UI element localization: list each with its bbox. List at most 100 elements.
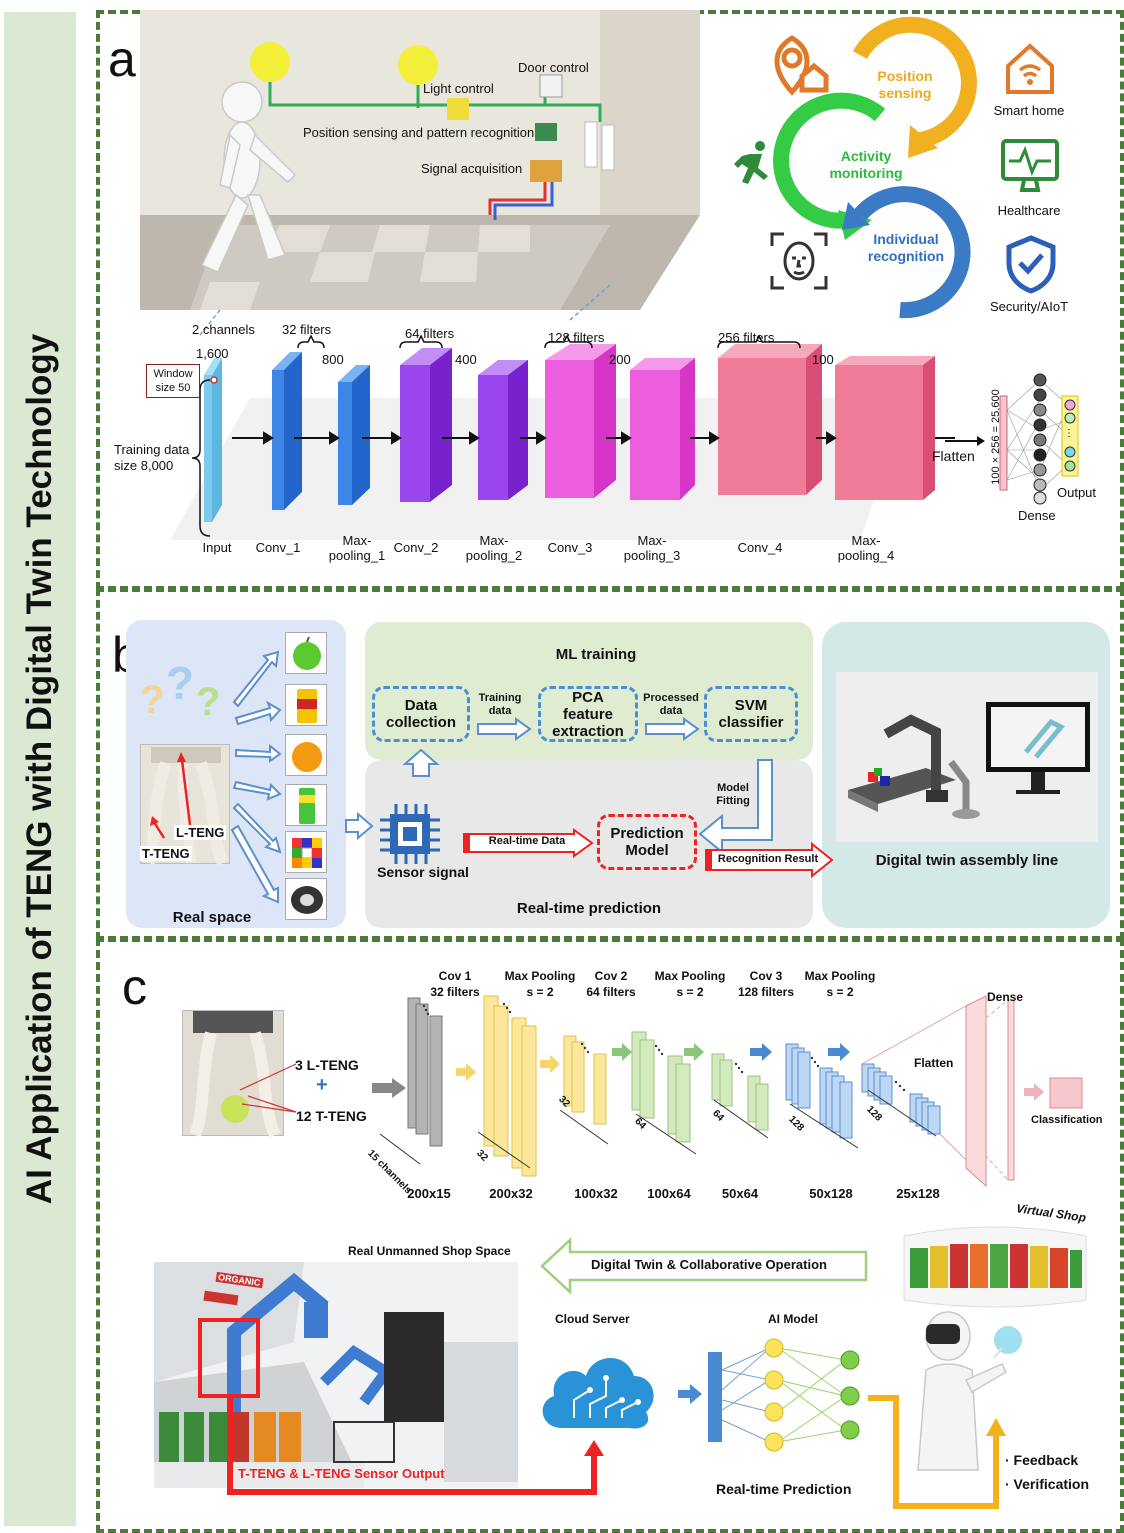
cloud-server-label: Cloud Server xyxy=(555,1312,630,1326)
position-sensing-label: Position sensing and pattern recognition xyxy=(303,125,535,140)
flatten-arrow xyxy=(945,436,985,446)
layer-name-conv3: Conv_3 xyxy=(547,540,593,555)
arrow-to-pca xyxy=(477,717,532,741)
sensor-output-path xyxy=(227,1396,604,1495)
smart-room-illustration xyxy=(140,10,700,336)
dim-100-label: 100 xyxy=(812,352,834,367)
dim-200x15: 200x15 xyxy=(407,1186,451,1201)
sensor-signal-label: Sensor signal xyxy=(377,864,469,880)
layer-name-pool1: Max- pooling_1 xyxy=(328,533,386,563)
t-teng-label: T-TENG xyxy=(140,846,192,861)
gripper-photo xyxy=(140,744,230,866)
dim-800-label: 800 xyxy=(322,352,344,367)
t-teng-count-label: 12 T-TENG xyxy=(296,1108,367,1124)
virtual-shop-scene xyxy=(903,1226,1087,1308)
object-apple xyxy=(285,632,327,674)
dim-400-label: 400 xyxy=(455,352,477,367)
arrow-to-svm xyxy=(645,717,700,741)
gripper-ball-photo xyxy=(182,1010,284,1138)
object-tape-roll xyxy=(285,878,327,920)
object-orange xyxy=(285,734,327,776)
model-fitting-arrow xyxy=(698,759,773,855)
digital-twin-scene xyxy=(836,672,1098,842)
vr-user-figure xyxy=(917,1311,1022,1471)
question-mark-3: ? xyxy=(196,680,221,724)
teng-lines-c xyxy=(239,1063,297,1113)
dense-network: ⋮ xyxy=(999,373,1079,505)
recognition-result-label: Recognition Result xyxy=(717,853,819,865)
sidebar-title: AI Application of TENG with Digital Twin… xyxy=(20,333,59,1205)
classification-label: Classification xyxy=(1031,1114,1103,1126)
dense-label: Dense xyxy=(1018,508,1056,523)
realtime-data-label: Real-time Data xyxy=(488,835,566,847)
healthcare-monitor-icon xyxy=(1001,139,1059,192)
cloud-server-icon xyxy=(542,1357,654,1429)
sidebar-band: AI Application of TENG with Digital Twin… xyxy=(4,12,76,1526)
ml-training-box xyxy=(365,622,813,760)
smart-home-label: Smart home xyxy=(993,103,1065,118)
ai-model-network-icon xyxy=(708,1338,860,1452)
teng-pointer-arrows xyxy=(150,752,192,839)
light-control-label: Light control xyxy=(423,81,494,96)
dim-100x64: 100x64 xyxy=(647,1186,691,1201)
len-1600-label: 1,600 xyxy=(196,346,229,361)
cycle-arrows-diagram xyxy=(773,16,977,319)
realtime-prediction-label: Real-time prediction xyxy=(516,900,662,917)
running-person-icon xyxy=(734,141,768,184)
sensor-highlight-box xyxy=(198,1318,260,1398)
recognition-result-arrow xyxy=(705,841,834,879)
sensor-chip-icon xyxy=(380,804,440,864)
arrow-to-ai-model xyxy=(678,1384,702,1404)
panel-c-label: c xyxy=(122,959,147,1015)
cnn-layers xyxy=(204,344,955,522)
digital-twin-label: Digital twin assembly line xyxy=(875,852,1059,869)
sensor-output-label: T-TENG & L-TENG Sensor Output xyxy=(238,1466,445,1481)
door-control-label: Door control xyxy=(518,60,589,75)
arrow-up-to-training xyxy=(402,748,440,777)
object-green-can xyxy=(285,784,327,826)
real-shop-label: Real Unmanned Shop Space xyxy=(348,1244,511,1258)
svg-text:⋮: ⋮ xyxy=(1064,428,1074,439)
panel-c-border xyxy=(96,938,1124,1533)
ai-model-label: AI Model xyxy=(768,1312,818,1326)
realtime-prediction-c-label: Real-time Prediction xyxy=(716,1481,852,1497)
digital-twin-op-arrow xyxy=(540,1237,868,1295)
feedback-path xyxy=(868,1395,1006,1509)
dim-200-label: 200 xyxy=(609,352,631,367)
input-arrow-c xyxy=(372,1078,406,1098)
l-teng-label: L-TENG xyxy=(174,825,227,840)
dim-25x128: 25x128 xyxy=(896,1186,940,1201)
face-scan-icon xyxy=(770,232,828,290)
panel-a-label: a xyxy=(108,31,136,87)
object-rubiks-cube xyxy=(285,831,327,873)
arrow-to-sensor xyxy=(345,811,374,841)
channels-label: 2 channels xyxy=(192,322,255,337)
layer-name-pool3: Max- pooling_3 xyxy=(623,533,681,563)
healthcare-label: Healthcare xyxy=(997,203,1061,218)
flatten-label: Flatten xyxy=(932,448,975,464)
layer-name-input: Input xyxy=(202,540,232,555)
cnn-c-layers xyxy=(407,995,1083,1188)
smart-home-icon xyxy=(1006,43,1054,94)
layer-name-conv4: Conv_4 xyxy=(737,540,783,555)
flatten-c-label: Flatten xyxy=(914,1056,954,1070)
layer-name-conv1: Conv_1 xyxy=(255,540,301,555)
object-drink-can xyxy=(285,684,327,726)
security-shield-icon xyxy=(1006,235,1056,294)
realtime-data-arrow xyxy=(463,828,594,858)
